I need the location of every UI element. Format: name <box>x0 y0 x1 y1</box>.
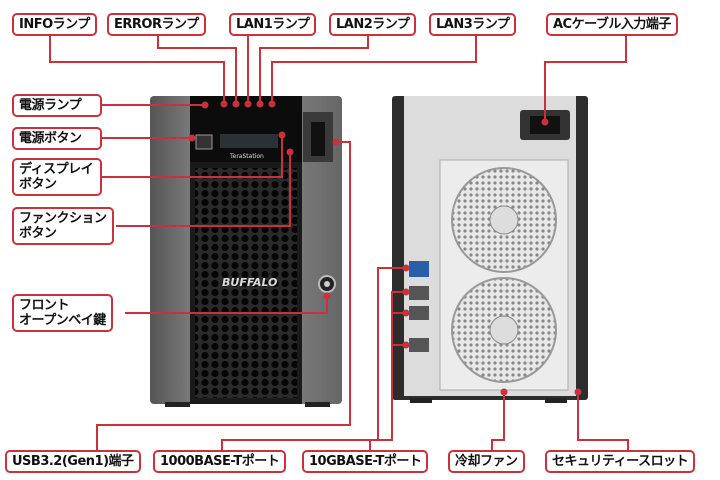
lan-port-icon <box>409 286 429 300</box>
label-line: フロント <box>19 298 70 313</box>
label-ac-input: ACケーブル入力端子 <box>546 13 678 36</box>
leader-dots <box>188 100 582 396</box>
nas-back-unit <box>392 96 588 403</box>
label-display-button: ディスプレイ ボタン <box>12 158 102 196</box>
label-security-slot: セキュリティースロット <box>545 450 696 473</box>
label-line: ボタン <box>19 226 57 241</box>
label-power-button: 電源ボタン <box>12 127 102 150</box>
lan-port-icon <box>409 306 429 320</box>
brand-logo: BUFFALO <box>222 276 277 289</box>
label-lan3-lamp: LAN3ランプ <box>429 13 517 36</box>
label-cooling-fan: 冷却ファン <box>448 450 525 473</box>
usb-port-icon <box>409 261 429 277</box>
label-line: ディスプレイ <box>19 162 94 177</box>
label-function-button: ファンクション ボタン <box>12 207 114 245</box>
label-line: ボタン <box>19 177 57 192</box>
label-line: オープンベイ鍵 <box>19 313 106 328</box>
label-error-lamp: ERRORランプ <box>107 13 206 36</box>
leader-lines <box>49 35 629 450</box>
label-bay-key: フロント オープンベイ鍵 <box>12 294 113 332</box>
lan-port-icon <box>409 338 429 352</box>
label-1000base-port: 1000BASE-Tポート <box>153 450 287 473</box>
label-usb-port: USB3.2(Gen1)端子 <box>5 450 141 473</box>
label-power-lamp: 電源ランプ <box>12 94 102 117</box>
label-lan1-lamp: LAN1ランプ <box>229 13 317 36</box>
label-line: ファンクション <box>19 211 107 226</box>
nas-front-unit: TeraStation BUFFALO <box>150 96 342 407</box>
label-info-lamp: INFOランプ <box>12 13 97 36</box>
label-10gbase-port: 10GBASE-Tポート <box>302 450 429 473</box>
model-logo: TeraStation <box>229 153 264 160</box>
label-lan2-lamp: LAN2ランプ <box>329 13 417 36</box>
